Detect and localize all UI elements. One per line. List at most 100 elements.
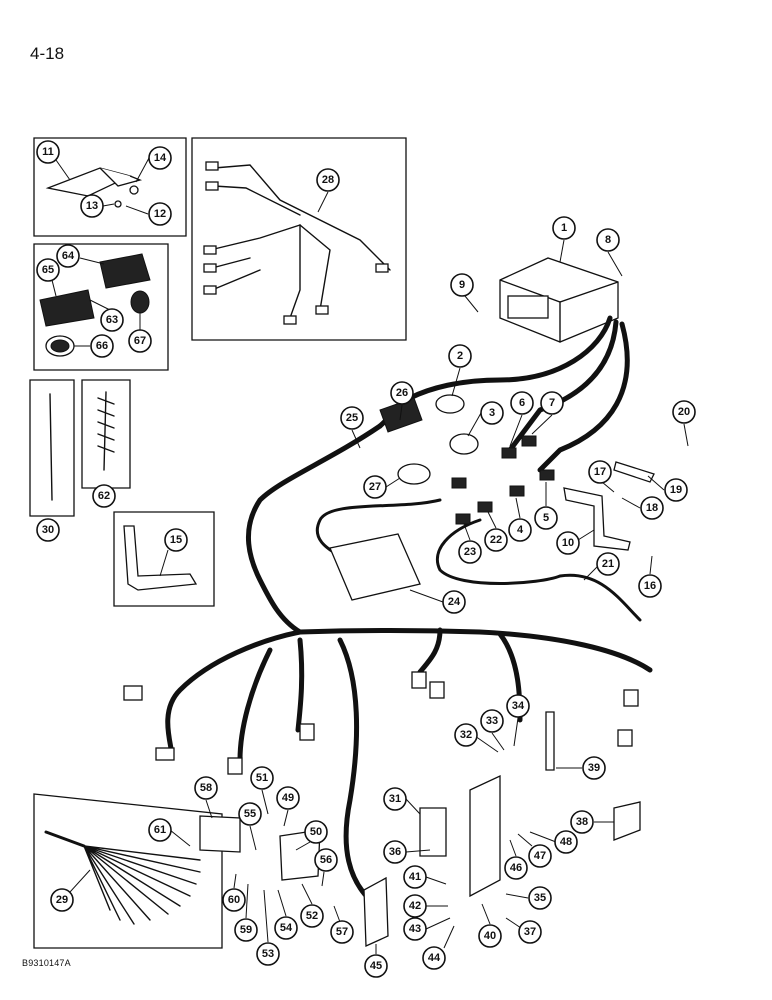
- callout-1: 1: [552, 216, 576, 263]
- callout-38: 38: [570, 810, 614, 834]
- svg-text:36: 36: [389, 846, 401, 858]
- callout-30: 30: [36, 518, 60, 542]
- callout-2: 2: [448, 344, 472, 397]
- callout-46: 46: [504, 839, 528, 880]
- svg-text:4: 4: [517, 524, 524, 536]
- svg-text:53: 53: [262, 948, 274, 960]
- svg-text:15: 15: [170, 534, 182, 546]
- callout-62: 62: [92, 484, 116, 508]
- svg-text:17: 17: [594, 466, 606, 478]
- inset-rod-30: [29, 379, 75, 517]
- callout-52: 52: [300, 883, 324, 928]
- svg-text:45: 45: [370, 960, 382, 972]
- svg-text:66: 66: [96, 340, 108, 352]
- callout-33: 33: [480, 709, 505, 751]
- callout-65: 65: [36, 258, 60, 297]
- callout-36: 36: [383, 840, 431, 864]
- svg-text:65: 65: [42, 264, 54, 276]
- svg-text:29: 29: [56, 894, 68, 906]
- svg-text:62: 62: [98, 490, 110, 502]
- callout-3: 3: [467, 401, 504, 437]
- svg-text:34: 34: [512, 700, 525, 712]
- callout-13: 13: [80, 194, 115, 218]
- inset-bracket-15: [113, 511, 215, 607]
- callout-27: 27: [363, 475, 401, 499]
- callout-5: 5: [534, 482, 558, 530]
- callout-22: 22: [484, 511, 508, 552]
- svg-text:54: 54: [280, 922, 293, 934]
- svg-text:38: 38: [576, 816, 588, 828]
- svg-text:9: 9: [459, 279, 465, 291]
- svg-text:46: 46: [510, 862, 522, 874]
- svg-text:61: 61: [154, 824, 166, 836]
- callout-39: 39: [556, 756, 606, 780]
- svg-text:39: 39: [588, 762, 600, 774]
- callout-23: 23: [458, 523, 482, 564]
- page-number: 4-18: [30, 44, 65, 63]
- svg-text:42: 42: [409, 900, 421, 912]
- callout-24: 24: [409, 589, 466, 614]
- callout-26: 26: [390, 381, 414, 421]
- callout-59: 59: [234, 883, 258, 942]
- callout-35: 35: [505, 886, 552, 910]
- callout-4: 4: [508, 497, 532, 542]
- callout-21: 21: [583, 552, 620, 581]
- svg-text:7: 7: [549, 397, 555, 409]
- svg-text:44: 44: [428, 952, 441, 964]
- svg-text:8: 8: [605, 234, 611, 246]
- callout-55: 55: [238, 802, 262, 851]
- svg-text:56: 56: [320, 854, 332, 866]
- callout-19: 19: [647, 475, 688, 502]
- svg-text:37: 37: [524, 926, 536, 938]
- inset-harness-29: [33, 793, 223, 949]
- svg-text:26: 26: [396, 387, 408, 399]
- callout-56: 56: [314, 848, 338, 887]
- figure-code: B9310147A: [22, 958, 71, 968]
- callout-43: 43: [403, 917, 451, 941]
- callout-48: 48: [529, 830, 578, 854]
- svg-text:19: 19: [670, 484, 682, 496]
- callout-32: 32: [454, 723, 499, 753]
- svg-text:10: 10: [562, 537, 574, 549]
- svg-text:3: 3: [489, 407, 495, 419]
- svg-text:40: 40: [484, 930, 496, 942]
- callout-16: 16: [638, 555, 662, 598]
- controller-box: [499, 257, 619, 343]
- svg-text:5: 5: [543, 512, 549, 524]
- callout-64: 64: [56, 244, 105, 268]
- callout-54: 54: [274, 889, 298, 940]
- callout-61: 61: [148, 818, 191, 847]
- callout-50: 50: [295, 820, 328, 851]
- callout-53: 53: [256, 889, 280, 966]
- callout-8: 8: [596, 228, 623, 277]
- svg-text:28: 28: [322, 174, 334, 186]
- svg-text:21: 21: [602, 558, 614, 570]
- callout-20: 20: [672, 400, 696, 447]
- svg-text:14: 14: [154, 152, 167, 164]
- inset-loom-62: [81, 379, 131, 489]
- callout-58: 58: [194, 776, 218, 819]
- callout-31: 31: [383, 787, 421, 815]
- svg-text:11: 11: [42, 146, 54, 158]
- connectors: [123, 394, 655, 947]
- svg-text:58: 58: [200, 782, 212, 794]
- callout-45: 45: [364, 944, 388, 978]
- callout-6: 6: [509, 391, 534, 447]
- svg-text:24: 24: [448, 596, 461, 608]
- svg-text:32: 32: [460, 729, 472, 741]
- callout-47: 47: [517, 833, 552, 868]
- svg-text:33: 33: [486, 715, 498, 727]
- callout-29: 29: [50, 869, 91, 912]
- callout-25: 25: [340, 406, 364, 449]
- inset-bracket-11: [33, 137, 187, 237]
- callout-60: 60: [222, 873, 246, 912]
- callout-66: 66: [74, 334, 114, 358]
- callout-34: 34: [506, 694, 530, 747]
- svg-text:16: 16: [644, 580, 656, 592]
- svg-text:59: 59: [240, 924, 252, 936]
- inset-wire-harness-28: [191, 137, 407, 341]
- svg-text:60: 60: [228, 894, 240, 906]
- svg-text:35: 35: [534, 892, 546, 904]
- svg-text:41: 41: [409, 871, 421, 883]
- svg-text:64: 64: [62, 250, 75, 262]
